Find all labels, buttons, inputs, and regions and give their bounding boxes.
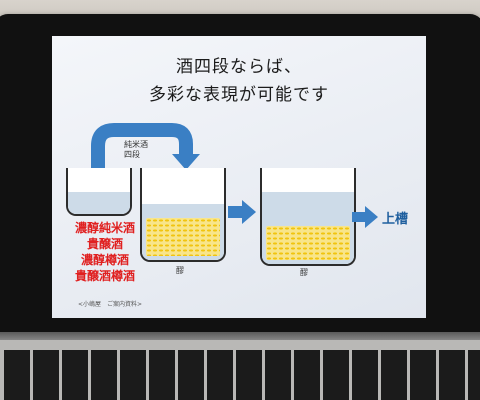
- slide-title-line-1: 酒四段ならば、: [176, 57, 302, 77]
- product-item: 濃醇純米酒: [74, 221, 135, 235]
- moromi-beaker-2: [260, 168, 356, 266]
- product-item: 貴醸酒: [86, 237, 123, 251]
- product-list: 濃醇純米酒 貴醸酒 濃醇樽酒 貴醸酒樽酒: [64, 220, 146, 284]
- arrow-right-icon: [352, 206, 378, 228]
- beaker-label-1: 醪: [176, 266, 184, 275]
- footnote: <小嶋屋 ご案内資料>: [78, 301, 143, 308]
- beaker-label-2: 醪: [300, 268, 308, 277]
- output-label: 上槽: [382, 212, 409, 227]
- source-label: 純米酒: [124, 140, 148, 149]
- arrow-right-icon: [228, 200, 256, 224]
- source-label-2: 四段: [124, 150, 140, 159]
- presentation-slide: 酒四段ならば、 多彩な表現が可能です 純米酒 四段 醪 醪 上槽 濃醇純米酒 貴…: [52, 36, 426, 318]
- product-item: 貴醸酒樽酒: [74, 269, 135, 283]
- keyboard-keys: [4, 350, 480, 400]
- slide-title-line-2: 多彩な表現が可能です: [149, 85, 329, 105]
- moromi-beaker-1: [140, 168, 226, 262]
- curved-arrow-icon: [91, 123, 200, 184]
- small-beaker: [66, 168, 132, 216]
- product-item: 濃醇樽酒: [80, 253, 129, 267]
